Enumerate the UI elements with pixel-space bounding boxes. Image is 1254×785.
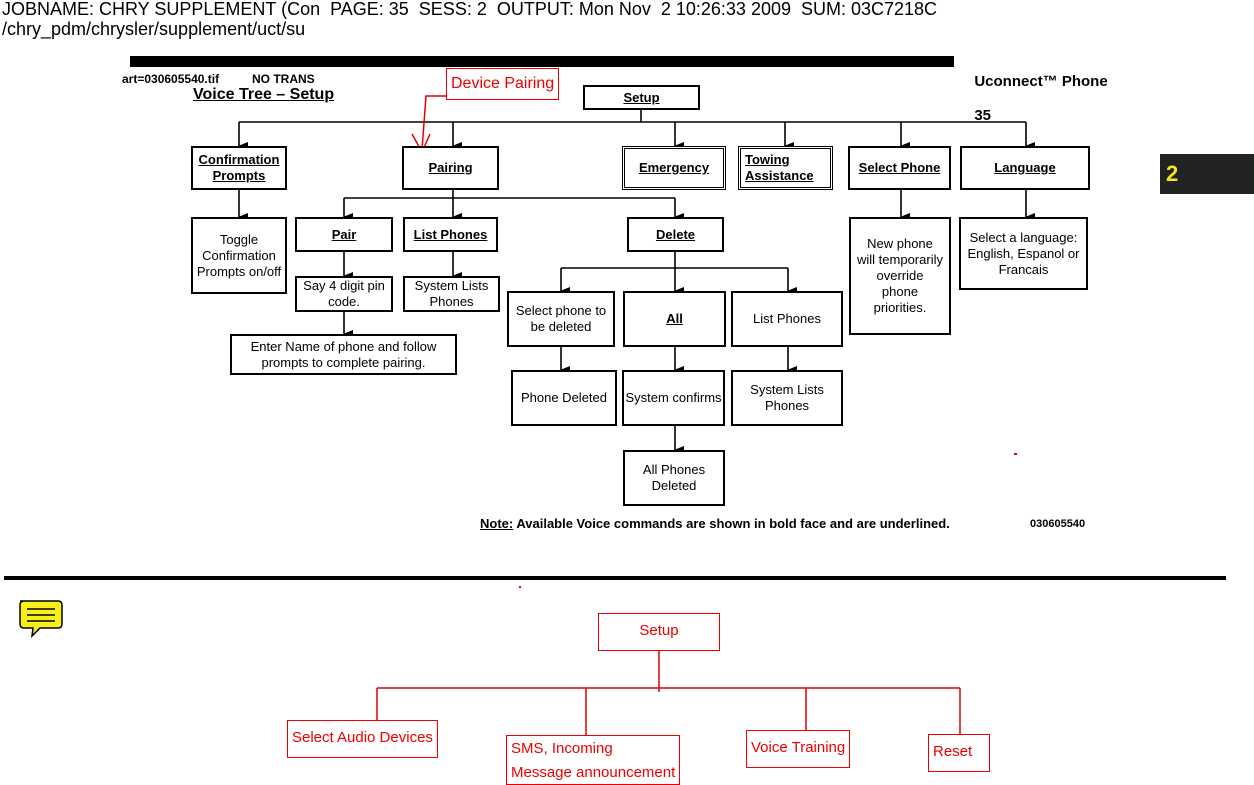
- all-node: All: [623, 291, 726, 347]
- chapter-tab: 2: [1160, 154, 1254, 194]
- select-audio-devices-annotation[interactable]: Select Audio Devices: [287, 720, 438, 758]
- select-phone-delete-node: Select phone to be deleted: [507, 291, 615, 347]
- note-label: Note:: [480, 516, 514, 531]
- list-phones-delete-node: List Phones: [731, 291, 843, 347]
- confirmation-prompts-node: Confirmation Prompts: [191, 146, 287, 190]
- setup-node: Setup: [583, 85, 700, 110]
- art-id: art=030605540.tif: [122, 72, 220, 86]
- delete-node: Delete: [627, 217, 724, 252]
- all-phones-deleted-node: All Phones Deleted: [623, 450, 725, 506]
- no-trans-label: NO TRANS: [252, 72, 315, 86]
- header-bar: [130, 56, 954, 67]
- page-title: Uconnect™ Phone: [974, 73, 1108, 90]
- new-phone-node: New phone will temporarily override phon…: [849, 217, 951, 335]
- note-text: Available Voice commands are shown in bo…: [513, 516, 950, 531]
- select-language-node: Select a language: English, Espanol or F…: [959, 217, 1088, 290]
- device-pairing-annotation[interactable]: Device Pairing: [446, 68, 560, 100]
- page-header: Uconnect™ Phone 35: [966, 56, 1108, 124]
- list-phones-node: List Phones: [403, 217, 498, 252]
- language-node: Language: [960, 146, 1090, 190]
- system-lists-phones-2-node: System Lists Phones: [731, 370, 843, 426]
- phone-deleted-node: Phone Deleted: [511, 370, 617, 426]
- note: Note: Available Voice commands are shown…: [480, 516, 950, 531]
- figure-code: 030605540: [1030, 518, 1086, 530]
- toggle-prompts-node: Toggle Confirmation Prompts on/off: [191, 217, 287, 294]
- page-number: 35: [974, 107, 992, 124]
- say-pin-node: Say 4 digit pin code.: [295, 276, 393, 312]
- select-phone-node: Select Phone: [848, 146, 951, 190]
- job-path-line: /chry_pdm/chrysler/supplement/uct/su: [2, 19, 306, 39]
- pairing-node: Pairing: [402, 146, 499, 190]
- emergency-node: Emergency: [622, 146, 726, 190]
- job-header-line: JOBNAME: CHRY SUPPLEMENT (Con PAGE: 35 S…: [2, 0, 938, 19]
- reset-annotation[interactable]: Reset: [928, 734, 990, 772]
- comment-icon[interactable]: [16, 598, 64, 639]
- towing-assistance-node: Towing Assistance: [738, 146, 833, 190]
- diagram-title: Voice Tree – Setup: [193, 86, 335, 103]
- page-divider: [4, 576, 1226, 580]
- enter-name-node: Enter Name of phone and follow prompts t…: [230, 334, 457, 375]
- system-lists-phones-node: System Lists Phones: [403, 276, 500, 312]
- voice-training-annotation[interactable]: Voice Training: [746, 730, 851, 768]
- pair-node: Pair: [295, 217, 393, 252]
- setup-annotation[interactable]: Setup: [598, 613, 720, 651]
- system-confirms-node: System confirms: [622, 370, 725, 426]
- sms-annotation[interactable]: SMS, Incoming Message announcement: [506, 735, 681, 785]
